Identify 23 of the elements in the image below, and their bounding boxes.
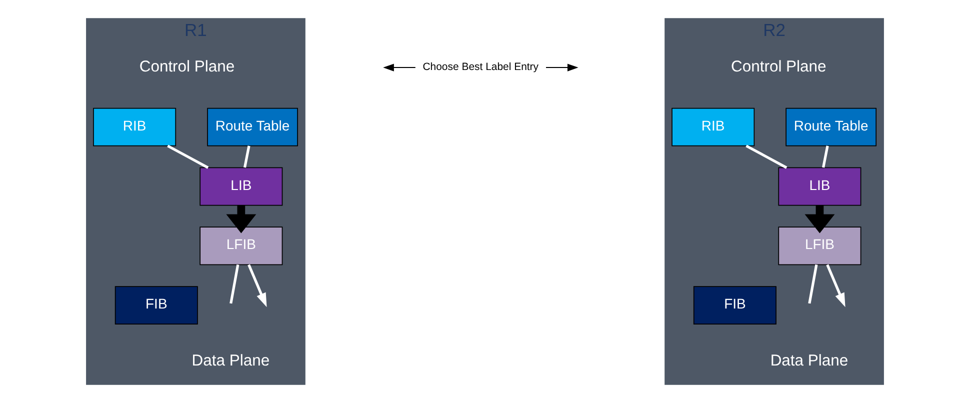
arrow [546,64,578,72]
node-box: Route Table [785,108,876,146]
arrow [382,64,415,72]
node-box: FIB [692,286,776,325]
node-box: FIB [114,286,198,325]
node-box: LFIB [199,226,282,266]
arrow [226,205,256,234]
node-box: RIB [671,108,754,146]
node-box: LIB [199,167,282,206]
arrow [804,205,834,234]
arrow [247,264,266,308]
connector [229,264,239,304]
node-box: Route Table [206,108,298,146]
arrow [826,264,845,308]
connector [166,144,208,169]
node-box: LIB [778,167,861,206]
connector [242,146,250,168]
connector [745,144,787,169]
node-box: RIB [92,108,176,146]
connector [822,146,828,168]
node-text: Choose Best Label Entry [422,62,538,74]
node-box: LFIB [778,226,861,266]
connector [808,264,818,304]
